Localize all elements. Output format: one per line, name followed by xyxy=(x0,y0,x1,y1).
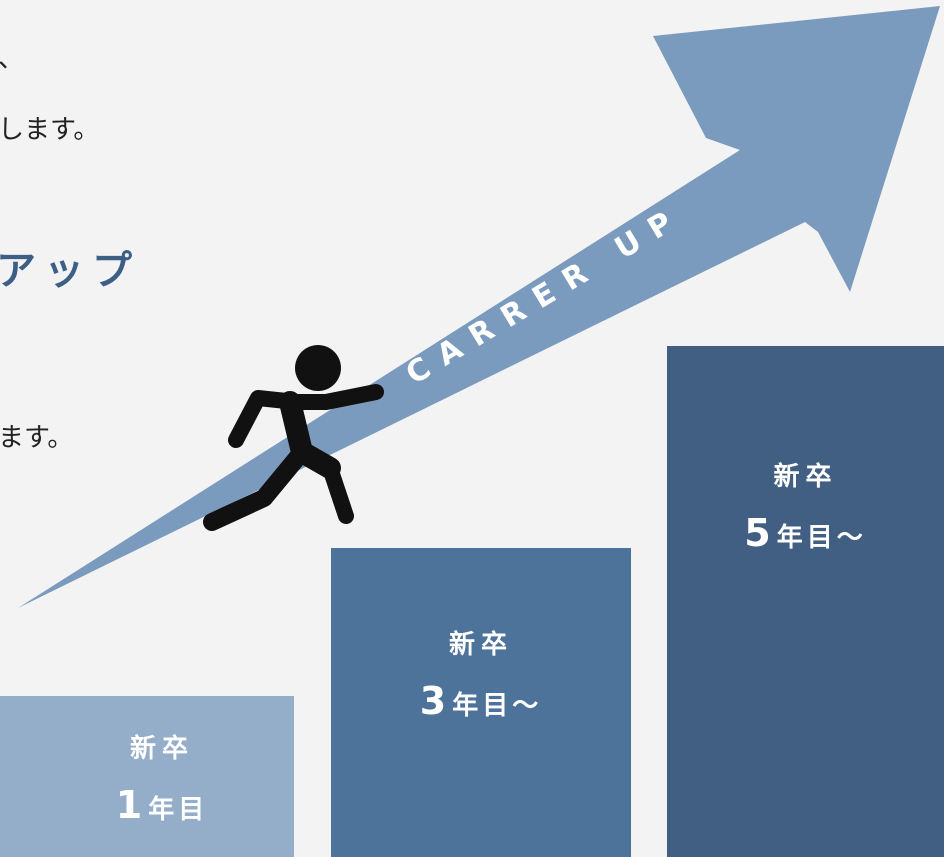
step-year-3: 新卒 3 年目～ xyxy=(331,548,631,857)
section-heading: アップ xyxy=(0,248,140,294)
step-year-5: 新卒 5 年目～ xyxy=(667,346,944,857)
growth-arrow-icon xyxy=(18,6,940,608)
body-text-fragment: ます。 xyxy=(0,423,74,453)
step-number: 5 xyxy=(744,511,771,555)
step-number: 3 xyxy=(419,679,447,723)
step-suffix: 年目～ xyxy=(776,523,867,553)
step-suffix: 年目～ xyxy=(452,691,543,721)
step-label: 新卒 xyxy=(448,630,513,660)
intro-text-fragment-2: します。 xyxy=(0,115,100,145)
step-label: 新卒 xyxy=(773,462,838,492)
step-suffix: 年目 xyxy=(148,795,209,825)
intro-text-fragment-1: 、 xyxy=(0,44,25,74)
step-year-1: 新卒 1 年目 xyxy=(0,696,294,857)
running-person-icon xyxy=(203,345,384,531)
step-label: 新卒 xyxy=(129,734,194,764)
step-number: 1 xyxy=(115,783,143,827)
